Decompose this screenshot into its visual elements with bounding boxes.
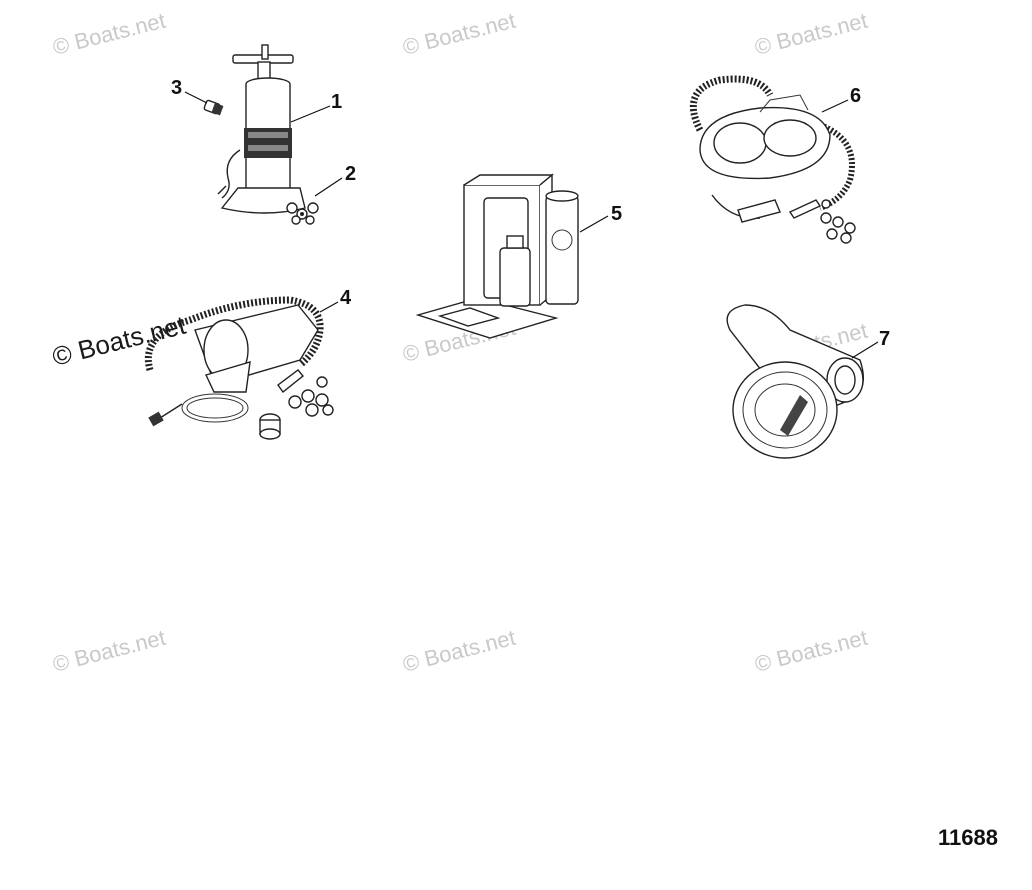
diagram-id: 11688 [938,825,998,850]
callout-7: 7 [879,328,890,350]
repair-kit-illustration [415,173,579,339]
watermark: © Boats.net [400,8,518,60]
callout-labels: 1 2 3 4 5 6 7 [171,77,890,350]
leader-lines [184,91,879,359]
foot-pump-illustration [689,75,856,244]
watermark: © Boats.net [49,310,189,372]
callout-2: 2 [345,163,356,185]
valve-adaptors-illustration [286,202,319,225]
valve-illustration [726,304,864,459]
callout-6: 6 [850,85,861,107]
watermark: © Boats.net [50,8,168,60]
adaptor-fitting-illustration [203,99,224,116]
watermark: © Boats.net [752,625,870,677]
callout-1: 1 [331,91,342,113]
watermark: © Boats.net [752,8,870,60]
watermark: © Boats.net [50,625,168,677]
watermark: © Boats.net [400,625,518,677]
callout-3: 3 [171,77,182,99]
callout-5: 5 [611,203,622,225]
hand-pump-illustration [217,44,306,214]
electric-pump-illustration [145,296,334,440]
callout-4: 4 [340,287,352,309]
